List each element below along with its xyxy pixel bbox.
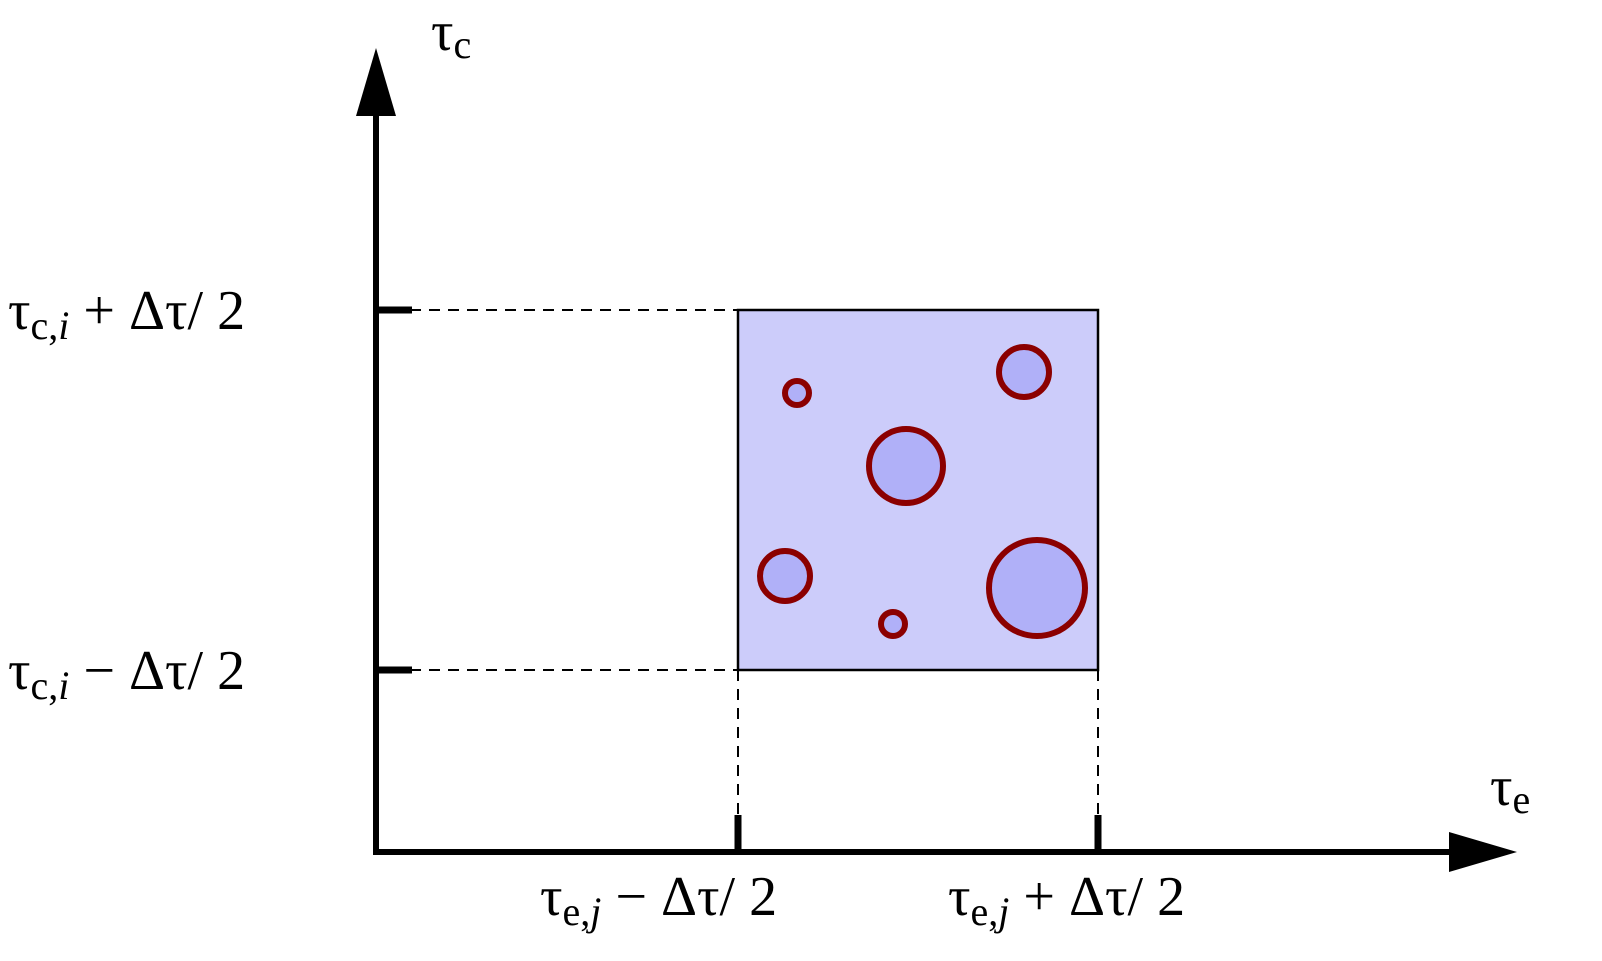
- x-axis-arrowhead: [1449, 832, 1517, 872]
- y-tick-label-lower: τc,i − Δτ/ 2: [8, 640, 245, 708]
- x-tick-label-left: τe,j − Δτ/ 2: [540, 866, 777, 934]
- x-axis-label: τe: [1490, 756, 1530, 822]
- sample-circle: [757, 548, 813, 604]
- sample-circle: [782, 378, 812, 408]
- samples: [757, 344, 1088, 639]
- y-axis-label: τc: [431, 1, 471, 67]
- y-axis-arrowhead: [356, 48, 396, 116]
- axes: [356, 48, 1517, 872]
- sample-circle: [986, 537, 1088, 639]
- guide-lines: [410, 309, 1099, 815]
- x-tick-label-right: τe,j + Δτ/ 2: [948, 866, 1185, 934]
- y-tick-label-upper: τc,i + Δτ/ 2: [8, 280, 245, 348]
- sample-circle: [866, 426, 946, 506]
- sample-circle: [878, 609, 908, 639]
- sample-circle: [996, 344, 1052, 400]
